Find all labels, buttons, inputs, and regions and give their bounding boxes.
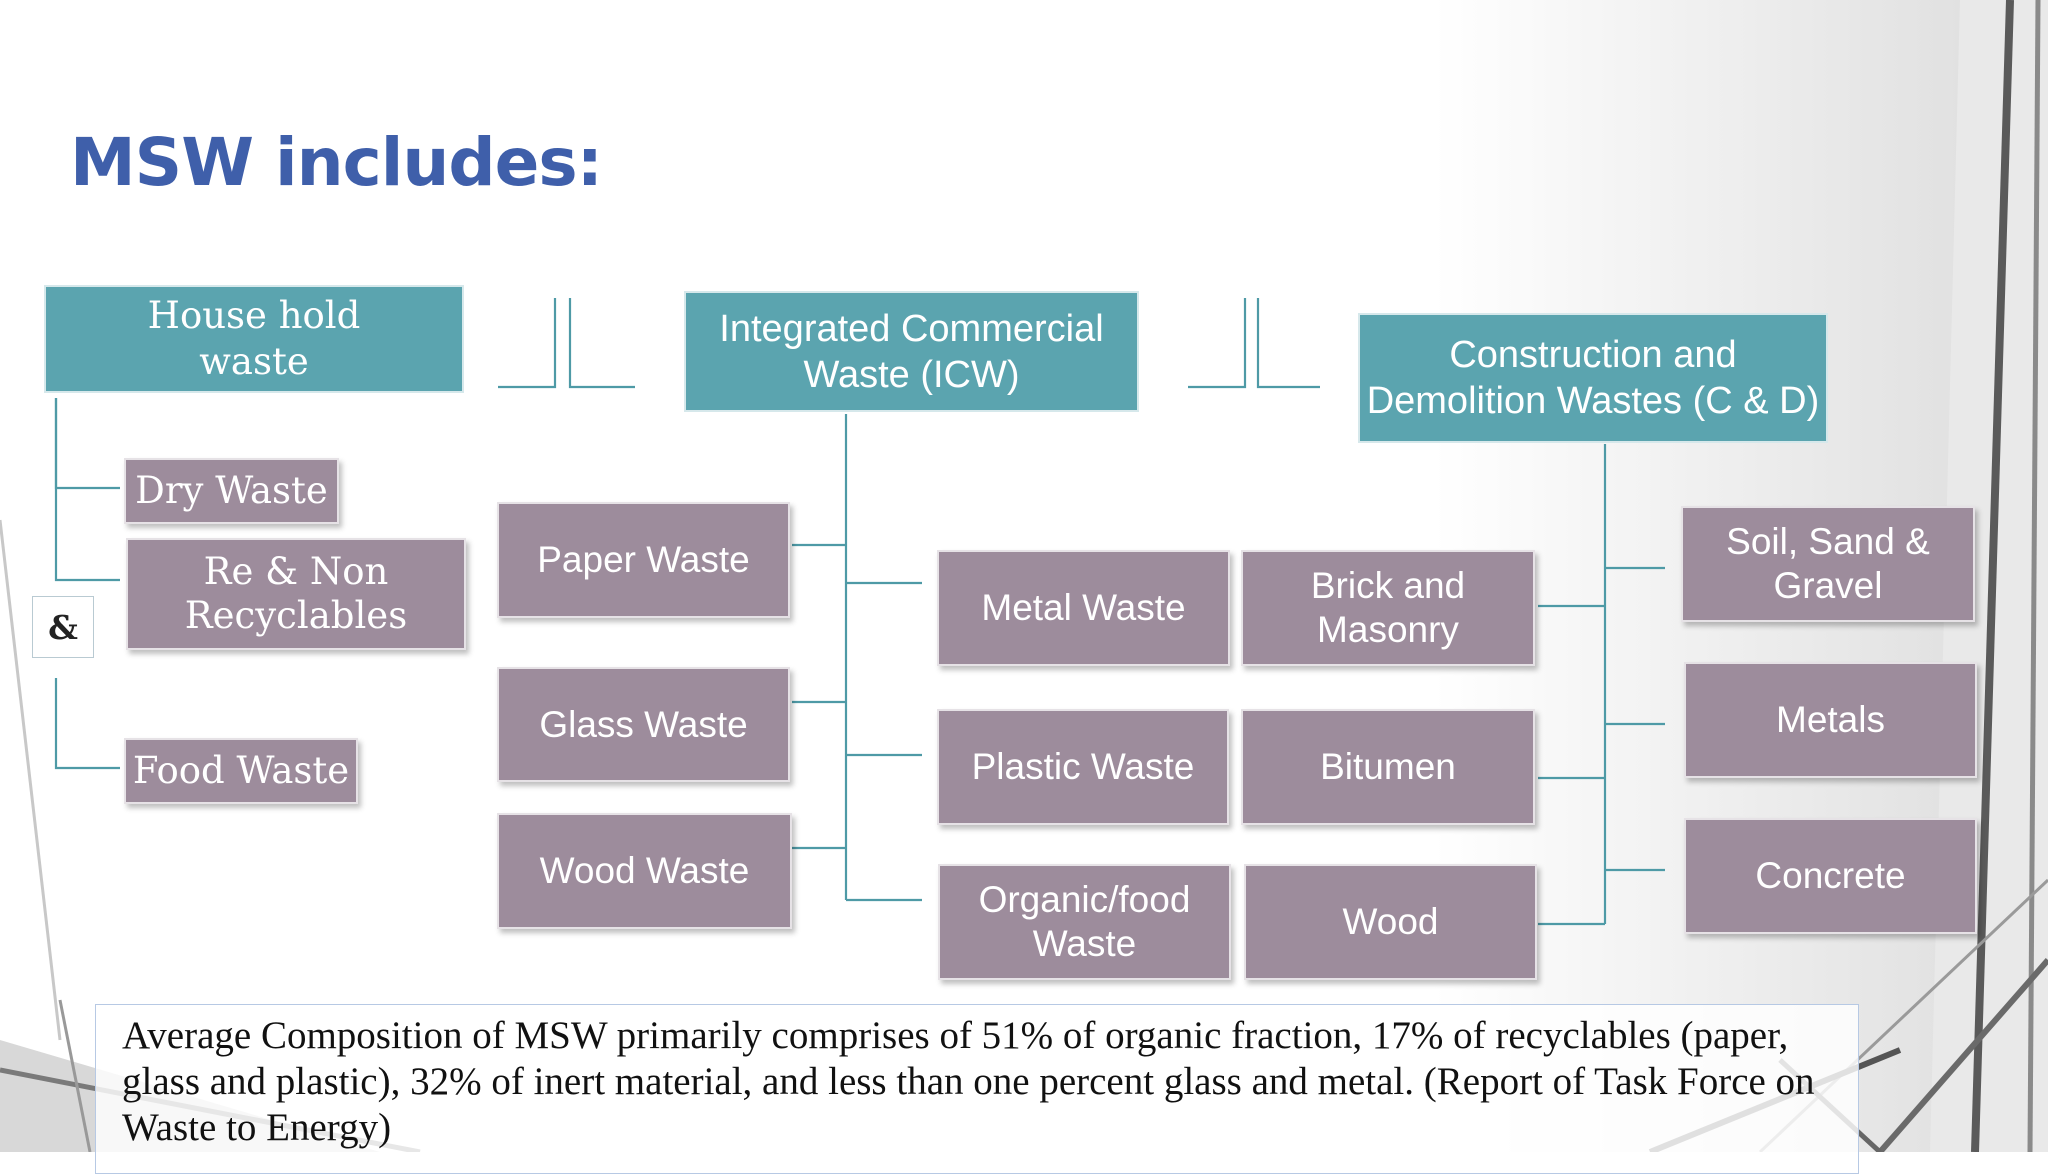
item-brick-masonry-label: Brick and Masonry	[1310, 565, 1466, 650]
category-icw: Integrated Commercial Waste (ICW)	[684, 291, 1139, 412]
item-glass-waste: Glass Waste	[497, 667, 790, 782]
item-plastic-waste-label: Plastic Waste	[971, 746, 1195, 787]
item-bitumen: Bitumen	[1241, 709, 1535, 825]
item-metal-waste-label: Metal Waste	[981, 587, 1186, 628]
item-wood-waste: Wood Waste	[497, 813, 792, 929]
item-brick-masonry: Brick and Masonry	[1241, 550, 1535, 666]
item-soil-sand-gravel: Soil, Sand & Gravel	[1681, 506, 1975, 622]
item-recyclables: Re & Non Recyclables	[126, 538, 466, 650]
item-paper-waste-label: Paper Waste	[537, 539, 750, 580]
item-recyclables-label: Re & Non Recyclables	[184, 550, 408, 637]
item-dry-waste: Dry Waste	[124, 458, 339, 524]
item-soil-sand-gravel-label: Soil, Sand & Gravel	[1726, 521, 1930, 606]
page-title: MSW includes:	[70, 124, 603, 201]
item-paper-waste: Paper Waste	[497, 502, 790, 618]
item-organic-food-waste-label: Organic/food Waste	[978, 879, 1191, 964]
item-food-waste: Food Waste	[124, 738, 358, 804]
ampersand-label: &	[32, 596, 94, 658]
item-glass-waste-label: Glass Waste	[539, 703, 748, 745]
category-household-waste: House hold waste	[44, 285, 464, 393]
category-household-label: House hold waste	[147, 294, 361, 383]
item-wood: Wood	[1244, 864, 1537, 980]
item-plastic-waste: Plastic Waste	[937, 709, 1229, 825]
item-organic-food-waste: Organic/food Waste	[938, 864, 1231, 980]
item-concrete: Concrete	[1684, 818, 1977, 934]
item-metals-label: Metals	[1776, 699, 1885, 740]
category-icw-label: Integrated Commercial Waste (ICW)	[719, 307, 1104, 396]
item-concrete-label: Concrete	[1755, 855, 1906, 896]
item-bitumen-label: Bitumen	[1320, 746, 1456, 787]
item-wood-waste-label: Wood Waste	[539, 850, 750, 891]
category-cd-label: Construction and Demolition Wastes (C & …	[1366, 334, 1820, 422]
item-food-waste-label: Food Waste	[132, 749, 350, 792]
item-metals: Metals	[1684, 662, 1977, 778]
item-metal-waste: Metal Waste	[937, 550, 1230, 666]
category-construction-demolition: Construction and Demolition Wastes (C & …	[1358, 313, 1828, 443]
item-dry-waste-label: Dry Waste	[135, 469, 328, 512]
footnote-text: Average Composition of MSW primarily com…	[95, 1004, 1859, 1174]
item-wood-label: Wood	[1342, 901, 1439, 942]
